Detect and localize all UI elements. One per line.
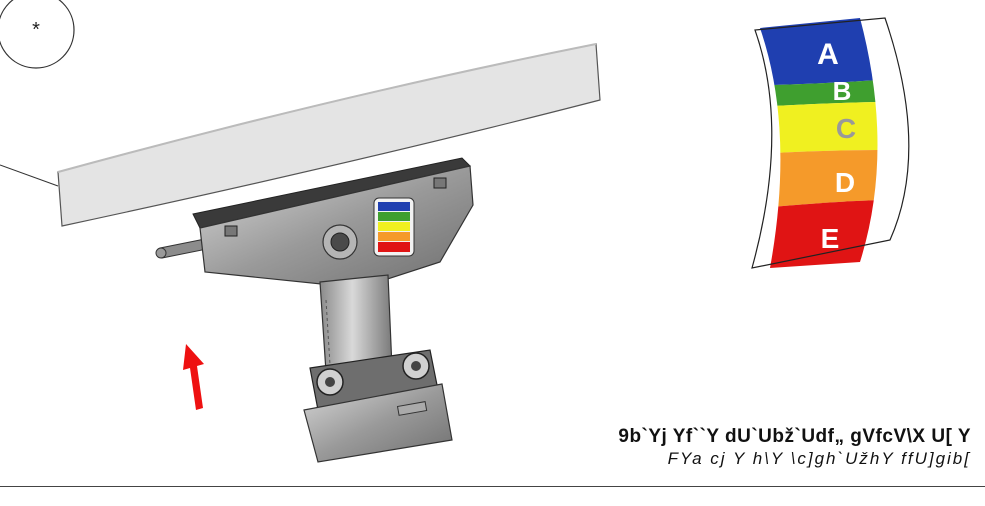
scale-band-e [760,200,878,268]
scale-label-e: E [821,223,840,254]
device-assembly [155,157,474,463]
mini-band-e [378,242,410,252]
curved-bar [57,43,601,227]
scale-band-c [760,102,878,155]
mini-scale [373,197,415,257]
mini-band-a [378,202,410,211]
scale-label-b: B [833,76,852,106]
caption-line-1: 9b`Yj Yf``Y dU`Ubž`Udf„ gVfcV\X U[ Y [618,426,971,447]
scale-label-c: C [836,113,856,144]
mini-band-b [378,212,410,221]
callout-circle [0,0,75,187]
bottom-rule [0,486,985,487]
up-arrow-icon [183,344,204,410]
caption: 9b`Yj Yf``Y dU`Ubž`Udf„ gVfcV\X U[ Y FYa… [618,426,971,469]
caption-line-2: FYa cj Y h\Y \c]gh`UžhY ffU]gib[ [667,449,971,468]
callout-symbol: * [32,19,40,41]
scale-band-a [760,18,878,86]
mini-band-d [378,232,410,241]
mini-band-c [378,222,410,231]
scale-label-a: A [817,38,839,71]
scale-label-d: D [835,167,855,198]
rating-scale: A B C D E [751,17,910,269]
